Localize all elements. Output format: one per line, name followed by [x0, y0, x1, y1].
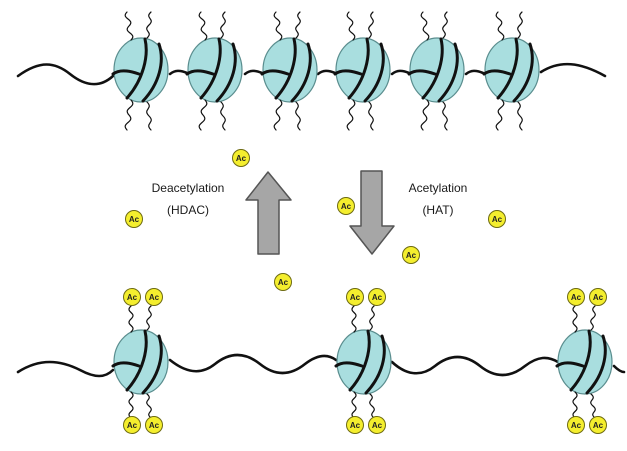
- free-acetyl-group: Ac: [125, 210, 143, 228]
- top-nucleosome: [111, 11, 169, 131]
- acetyl-label: Ac: [127, 421, 138, 430]
- acetyl-group: Ac: [145, 416, 163, 434]
- acetyl-label: Ac: [236, 154, 247, 163]
- top-nucleosome: [333, 11, 391, 131]
- deacetylation-label: Deacetylation: [152, 181, 225, 195]
- acetyl-label: Ac: [593, 293, 604, 302]
- acetyl-group: Ac: [589, 288, 607, 306]
- acetyl-label: Ac: [149, 421, 160, 430]
- acetyl-group: Ac: [589, 416, 607, 434]
- acetyl-group: Ac: [123, 288, 141, 306]
- acetyl-group: Ac: [346, 416, 364, 434]
- top-nucleosome: [482, 11, 540, 131]
- acetyl-label: Ac: [406, 251, 417, 260]
- free-acetyl-group: Ac: [274, 273, 292, 291]
- free-acetyl-group: Ac: [488, 210, 506, 228]
- bottom-nucleosome: [334, 305, 392, 419]
- acetyl-group: Ac: [368, 416, 386, 434]
- hdac-label: (HDAC): [167, 203, 209, 217]
- bottom-nucleosome: [111, 305, 169, 419]
- acetyl-group: Ac: [567, 416, 585, 434]
- deacetylation-arrow: [245, 171, 292, 255]
- acetyl-label: Ac: [127, 293, 138, 302]
- free-acetyl-group: Ac: [337, 197, 355, 215]
- top-nucleosome: [407, 11, 465, 131]
- acetyl-group: Ac: [368, 288, 386, 306]
- acetyl-label: Ac: [372, 293, 383, 302]
- acetyl-group: Ac: [567, 288, 585, 306]
- acetyl-label: Ac: [571, 293, 582, 302]
- acetylation-arrow: [349, 170, 395, 255]
- acetyl-group: Ac: [346, 288, 364, 306]
- acetyl-label: Ac: [593, 421, 604, 430]
- free-acetyl-group: Ac: [402, 246, 420, 264]
- acetyl-label: Ac: [372, 421, 383, 430]
- top-nucleosome: [260, 11, 318, 131]
- bottom-nucleosome: [555, 305, 613, 419]
- nucleosome-layer: [111, 11, 613, 419]
- acetyl-group: Ac: [145, 288, 163, 306]
- acetyl-label: Ac: [492, 215, 503, 224]
- hat-label: (HAT): [422, 203, 453, 217]
- bottom-dna-strand: [16, 353, 626, 378]
- acetyl-label: Ac: [341, 202, 352, 211]
- free-acetyl-group: Ac: [232, 149, 250, 167]
- acetylation-label: Acetylation: [409, 181, 468, 195]
- acetyl-label: Ac: [350, 421, 361, 430]
- acetyl-label: Ac: [350, 293, 361, 302]
- acetyl-label: Ac: [129, 215, 140, 224]
- top-dna-strand: [16, 62, 607, 86]
- acetyl-label: Ac: [149, 293, 160, 302]
- acetyl-group: Ac: [123, 416, 141, 434]
- acetyl-label: Ac: [278, 278, 289, 287]
- top-nucleosome: [185, 11, 243, 131]
- acetyl-label: Ac: [571, 421, 582, 430]
